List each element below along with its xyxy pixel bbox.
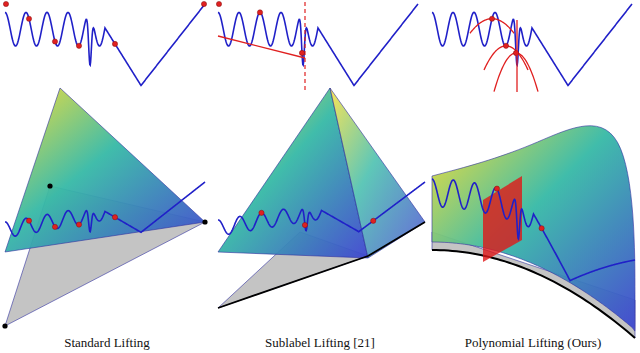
sample-dot xyxy=(112,41,117,46)
interval-split xyxy=(304,2,305,92)
sample-dot xyxy=(26,218,31,223)
lifted-curve xyxy=(432,179,635,281)
moment-curve xyxy=(432,250,635,338)
sample-dot xyxy=(26,16,31,21)
panel-caption: Sublabel Lifting [21] xyxy=(263,335,377,351)
vertex-dot xyxy=(202,219,207,224)
panel-caption: Polynomial Lifting (Ours) xyxy=(463,335,604,351)
sample-dot xyxy=(52,224,57,229)
convex-envelope xyxy=(5,88,205,252)
sample-dot xyxy=(216,1,221,6)
convex-envelope xyxy=(432,126,635,331)
sample-dot xyxy=(76,43,81,48)
lifted-curve xyxy=(5,182,205,236)
sample-dot xyxy=(489,16,494,21)
vertex-dot xyxy=(2,323,7,328)
lifted-curve xyxy=(218,182,425,234)
sample-dot xyxy=(76,222,81,227)
convex-envelope xyxy=(330,88,425,258)
quadratic-bound xyxy=(494,53,538,92)
sample-dot xyxy=(257,10,262,15)
sample-dot xyxy=(112,215,117,220)
sample-dot xyxy=(259,210,264,215)
sample-dot xyxy=(299,50,304,55)
cost-curve xyxy=(5,4,205,85)
cost-curve xyxy=(218,4,418,85)
sample-dot xyxy=(201,1,206,6)
sample-dot xyxy=(494,186,499,191)
sample-dot xyxy=(513,50,518,55)
sample-dot xyxy=(371,218,376,223)
panel-caption: Standard Lifting xyxy=(62,335,152,351)
sample-dot xyxy=(52,39,57,44)
simplex-edge xyxy=(218,222,425,308)
sample-dot xyxy=(503,43,508,48)
sample-dot xyxy=(3,1,8,6)
vertex-dot xyxy=(47,183,52,188)
quadratic-bound xyxy=(484,46,528,70)
linear-bound xyxy=(218,36,305,58)
dip-marker xyxy=(516,20,517,92)
sample-dot xyxy=(302,222,307,227)
sample-dot xyxy=(539,226,544,231)
